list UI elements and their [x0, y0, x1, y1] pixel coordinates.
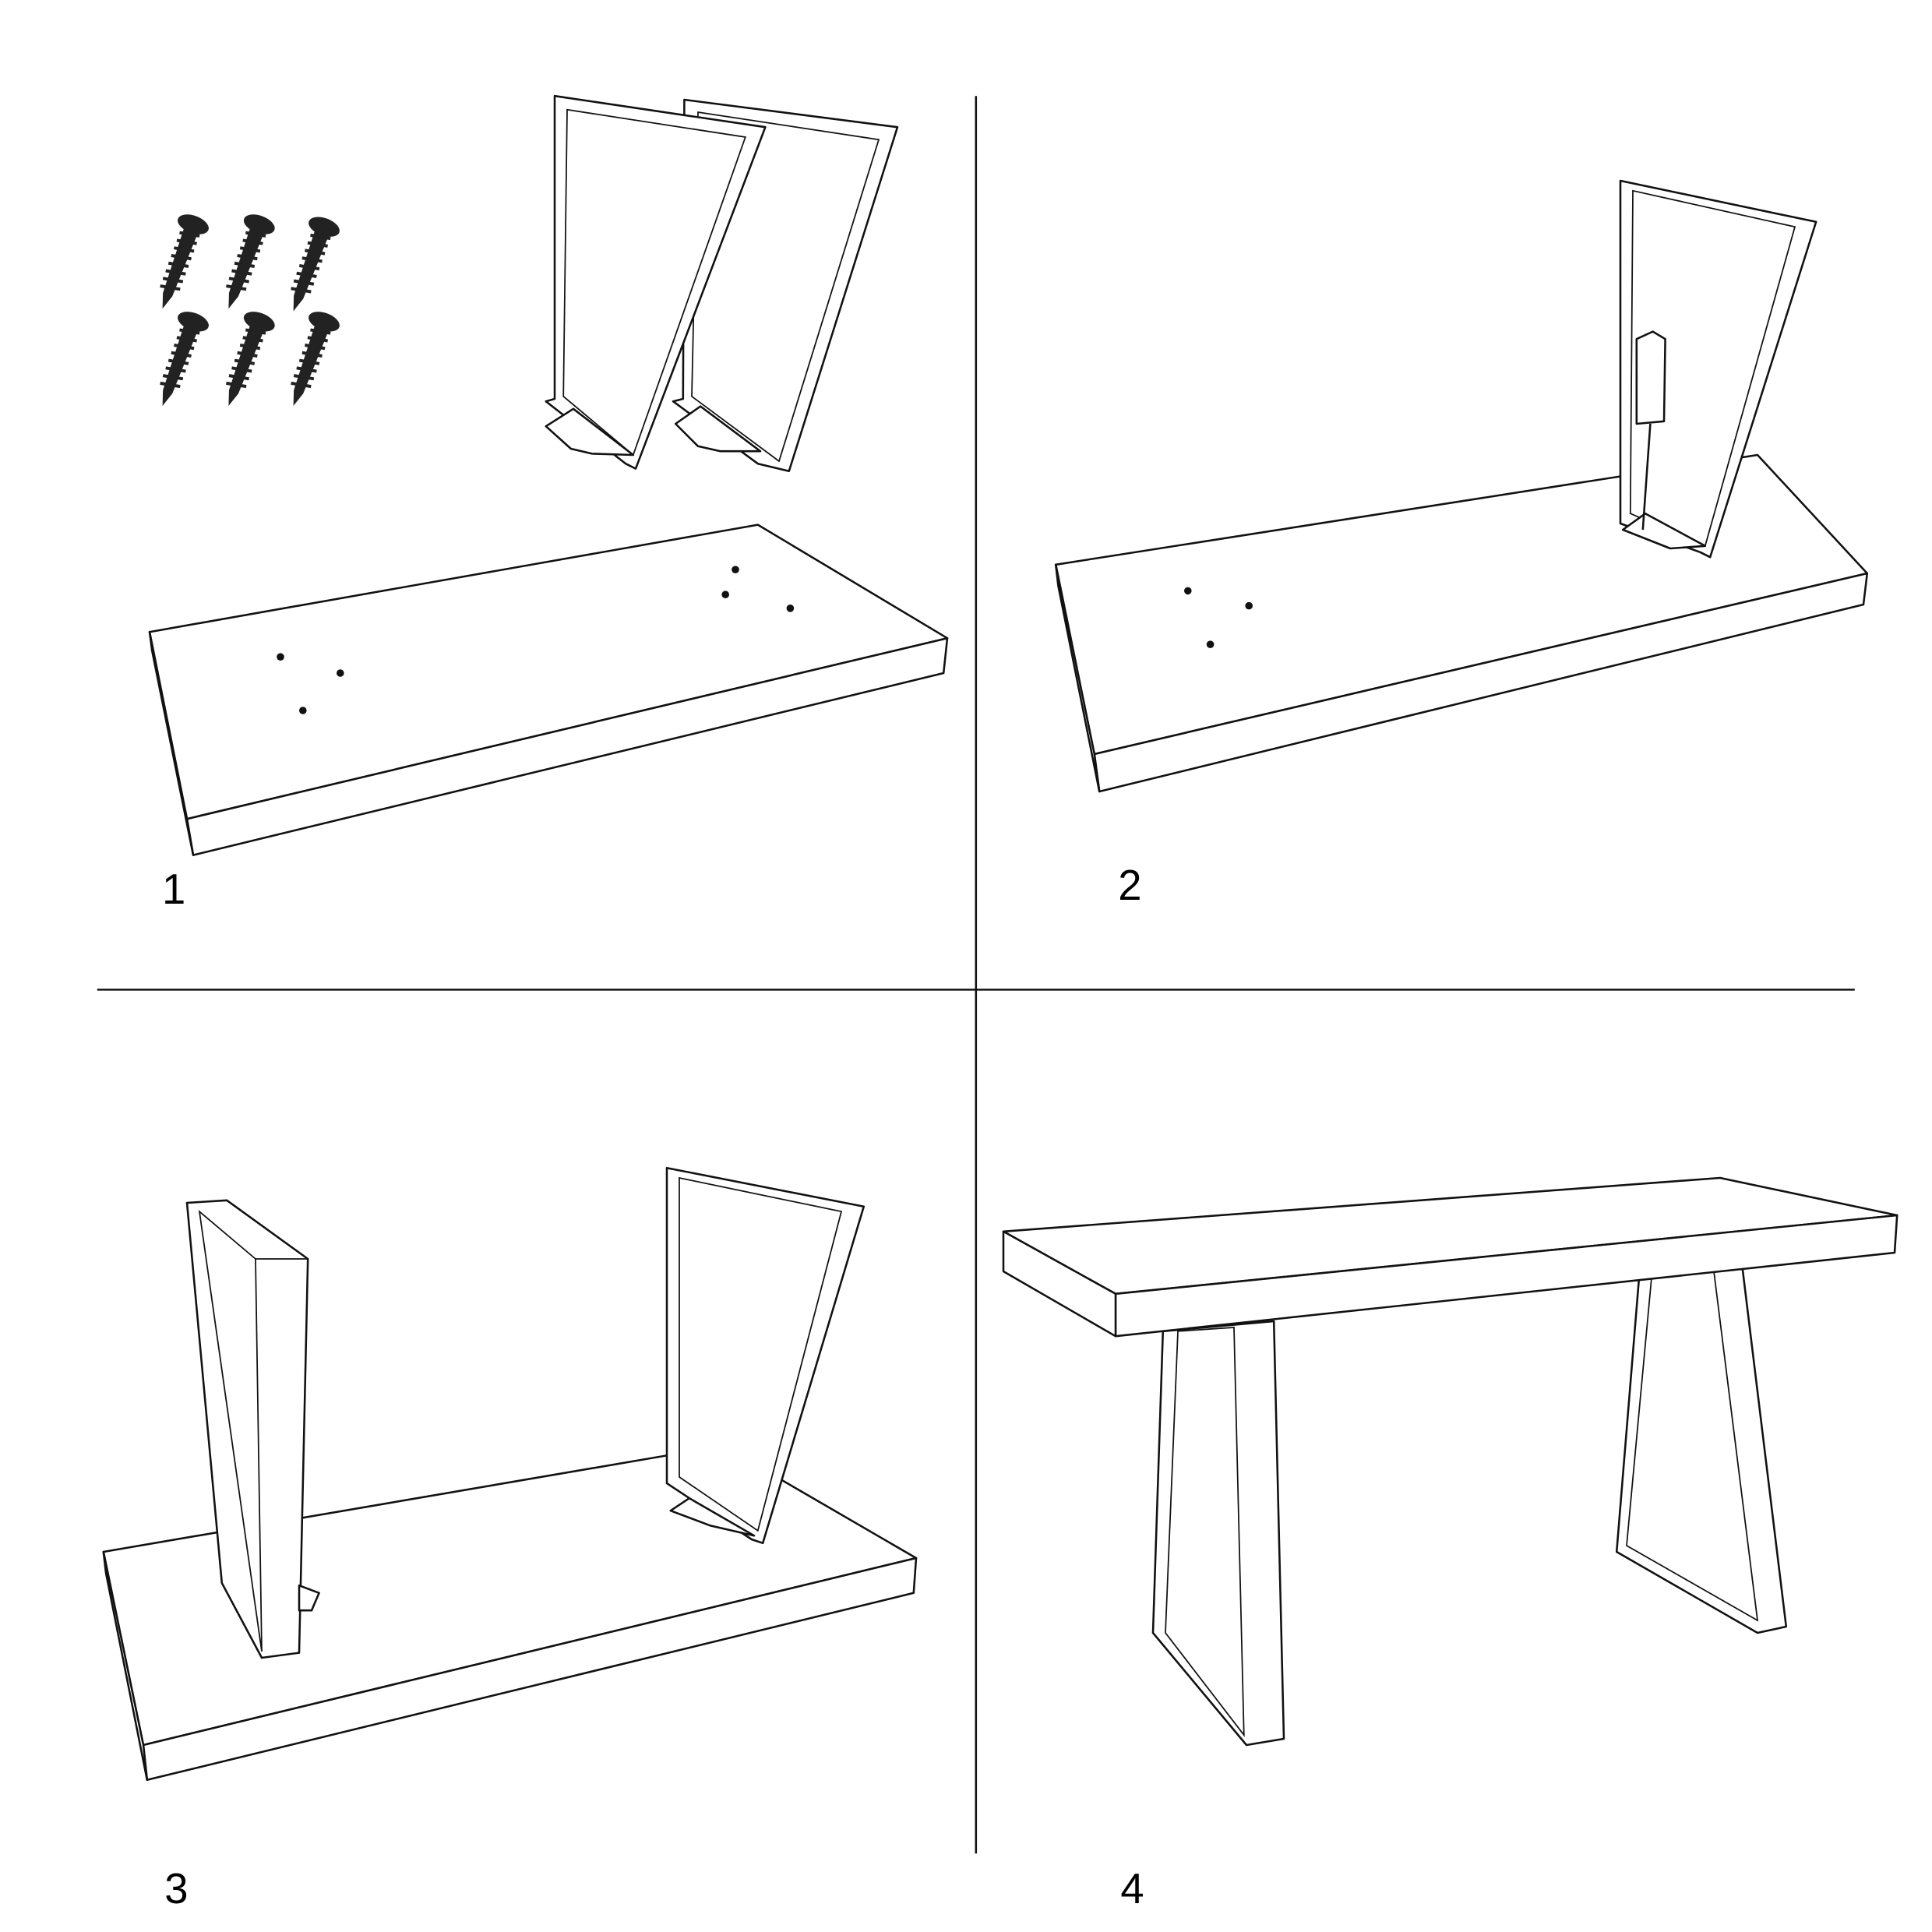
- step-2-panel: 2: [1054, 179, 1869, 909]
- leg-left: [1151, 1320, 1285, 1747]
- screw-icon: [291, 217, 340, 312]
- tabletop: [1002, 1176, 1899, 1338]
- step-3-panel: 3: [102, 1166, 918, 1913]
- step-4-panel: 4: [1002, 1176, 1899, 1913]
- leg-left: [185, 1199, 320, 1659]
- screw-icon: [291, 312, 340, 407]
- step-number: 4: [1120, 1865, 1144, 1913]
- screw-icon: [160, 312, 209, 407]
- screw-icon: [226, 214, 275, 309]
- screws: [160, 214, 340, 407]
- leg: [1619, 179, 1817, 559]
- step-number: 3: [164, 1865, 188, 1913]
- leg-right: [1615, 1267, 1788, 1634]
- step-1-panel: 1: [148, 94, 949, 913]
- screwdriver-icon: [1635, 330, 1666, 531]
- leg-right: [665, 1166, 866, 1545]
- screw-icon: [226, 312, 275, 407]
- screw-icon: [160, 214, 209, 309]
- leg-front: [545, 94, 767, 470]
- tabletop: [1054, 453, 1869, 793]
- step-number: 1: [162, 866, 185, 913]
- step-number: 2: [1118, 862, 1141, 909]
- pilot-holes: [1184, 587, 1253, 648]
- tabletop: [148, 524, 949, 856]
- pilot-holes: [277, 566, 795, 714]
